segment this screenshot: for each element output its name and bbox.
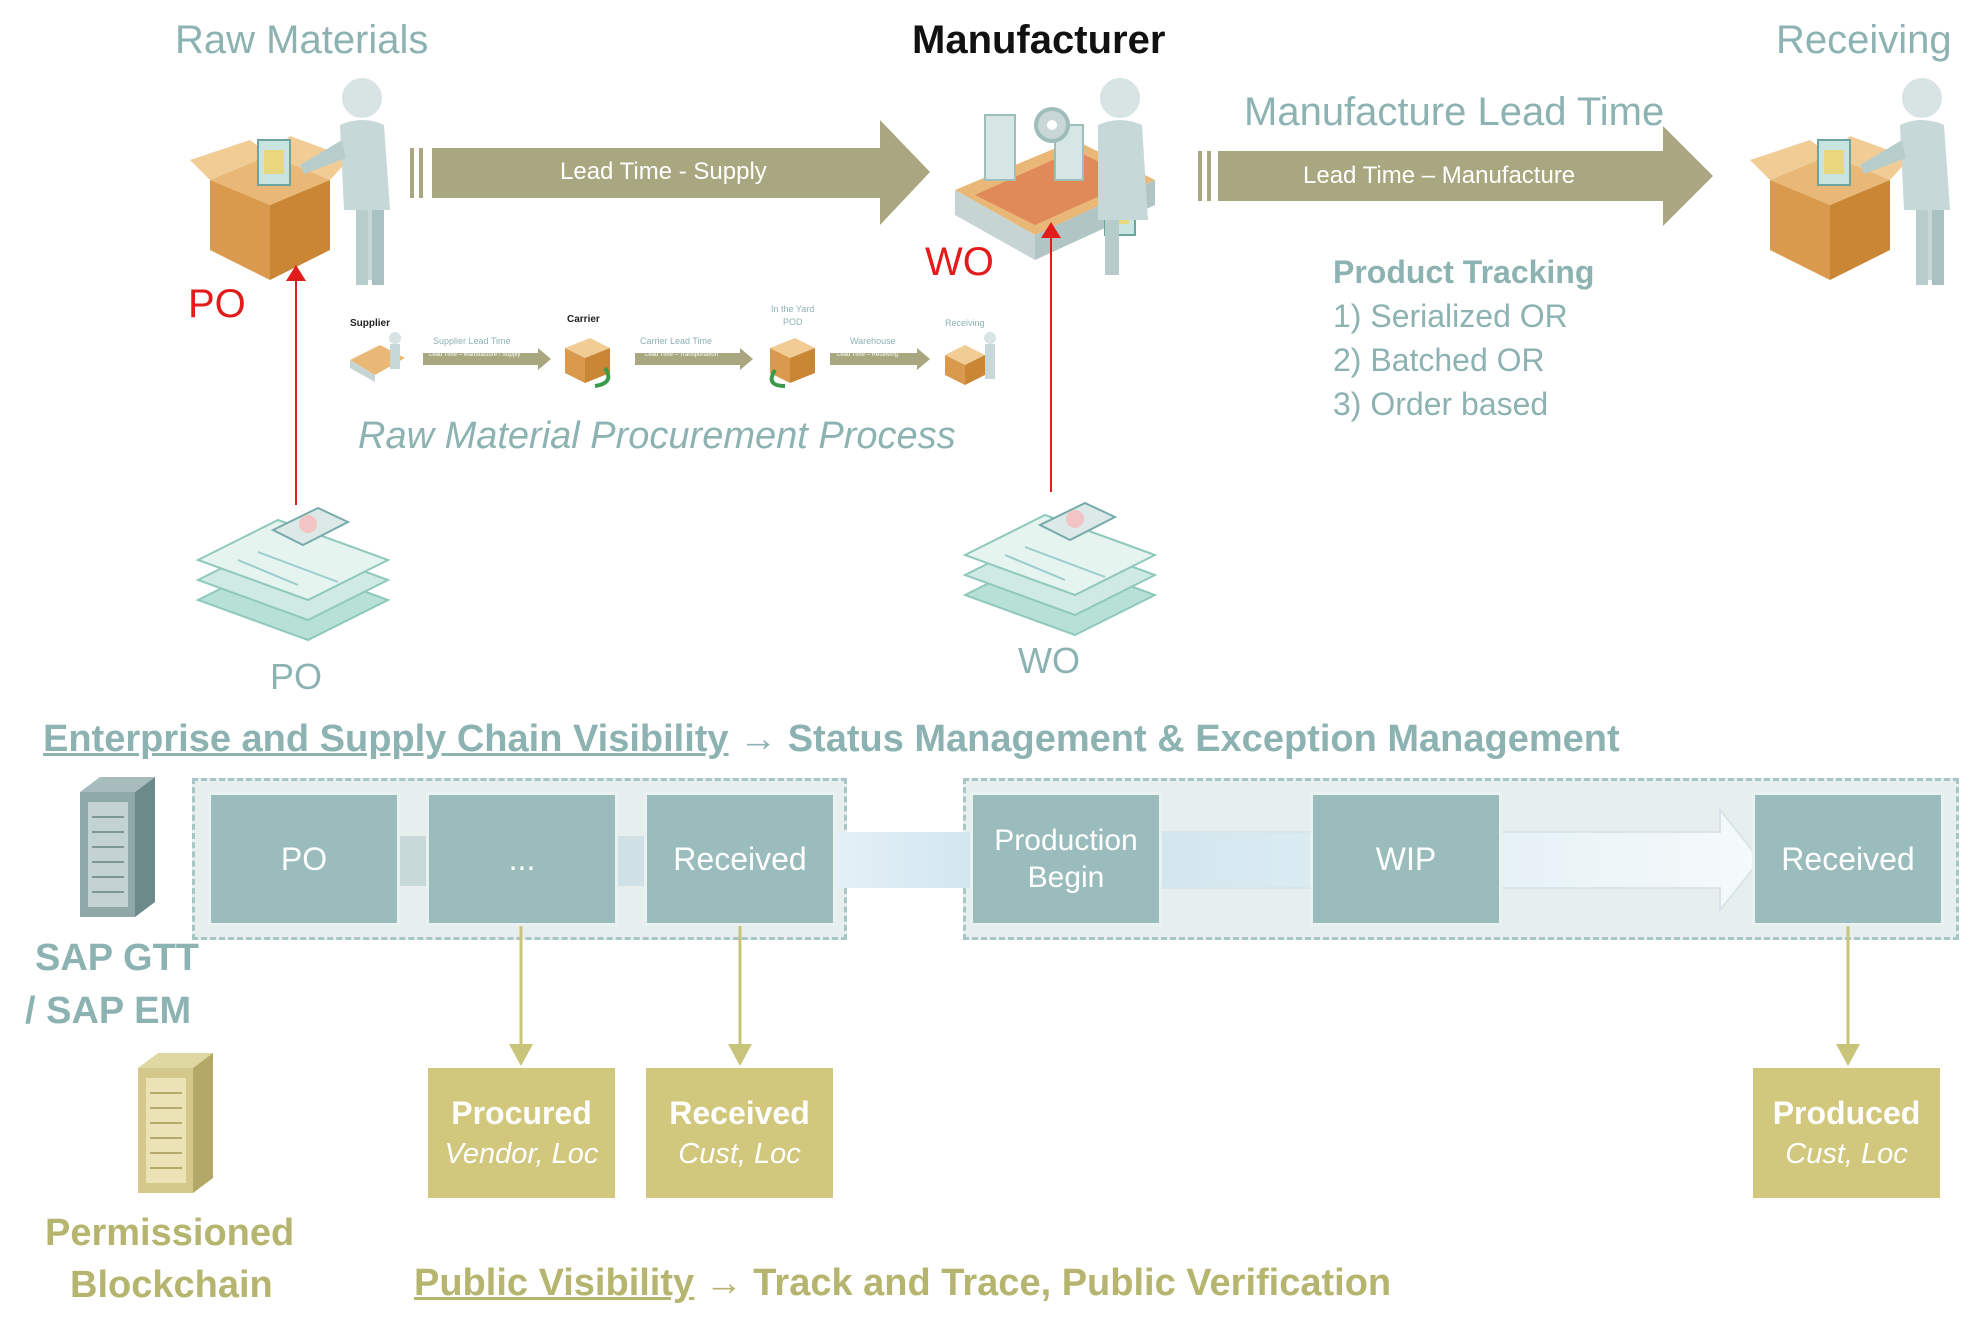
mini-pod-label: POD (783, 317, 803, 327)
supply-lead-time-arrow (410, 120, 930, 225)
wo-to-manufacturer-arrow (1041, 222, 1061, 492)
manufacturer-label: Manufacturer (912, 18, 1166, 62)
mini-warehouse-label: Warehouse (850, 336, 896, 346)
po-red-label: PO (188, 282, 246, 326)
connector-po-dots (398, 836, 428, 886)
po-to-raw-materials-arrow (286, 265, 306, 505)
mini-arrow-2 (635, 348, 753, 370)
mini-supplier-label: Supplier (350, 318, 391, 329)
po-document-label: PO (270, 656, 323, 697)
mini-supplier-lead-time-label: Supplier Lead Time (433, 336, 511, 346)
supply-arrow-label: Lead Time - Supply (560, 158, 767, 185)
connector-dots-received (616, 836, 646, 886)
public-visibility-heading: Public Visibility → Track and Trace, Pub… (414, 1262, 1391, 1305)
status-dots-box[interactable]: ... (426, 792, 618, 926)
received-to-produced-arrow (1836, 926, 1860, 1066)
manufacturer-worker-icon (955, 78, 1155, 275)
status-received-final-box[interactable]: Received (1752, 792, 1944, 926)
produced-box[interactable]: Produced Cust, Loc (1753, 1068, 1940, 1198)
public-visibility-link[interactable]: Public Visibility (414, 1262, 695, 1304)
mini-arrow-1 (423, 348, 551, 370)
connector-received-production (835, 832, 975, 888)
status-production-begin-box[interactable]: Production Begin (970, 792, 1162, 926)
received-to-received-arrow (728, 926, 752, 1066)
mini-in-the-yard-label: In the Yard (771, 304, 815, 314)
tracking-item-3: 3) Order based (1333, 386, 1549, 422)
manufacture-lead-time-label: Manufacture Lead Time (1244, 90, 1665, 134)
mini-yard-icon (769, 338, 815, 388)
sap-system-label-2: / SAP EM (25, 990, 192, 1032)
arrow-right-icon: → (704, 1262, 754, 1304)
raw-materials-worker-icon (190, 78, 390, 285)
mini-procurement-diagram: Supplier Carrier In the Yard POD Receivi… (345, 300, 1005, 400)
mini-carrier-lead-time-label: Carrier Lead Time (640, 336, 713, 346)
sap-system-label-1: SAP GTT (35, 937, 199, 979)
received-blockchain-title: Received (669, 1095, 810, 1131)
mini-carrier-label: Carrier (567, 314, 600, 325)
procured-title: Procured (451, 1095, 592, 1131)
receiving-label: Receiving (1776, 18, 1952, 62)
mini-arrow-2-label: Lead Time – Transportation (645, 352, 719, 358)
po-document-icon (195, 506, 391, 642)
wo-document-label: WO (1018, 640, 1080, 681)
product-tracking-title: Product Tracking (1333, 254, 1595, 290)
production-begin-line-1: Production (994, 823, 1138, 857)
dots-to-procured-arrow (509, 926, 533, 1066)
mini-supplier-icon (350, 332, 405, 382)
mini-receiving-label: Receiving (945, 318, 985, 328)
received-blockchain-box[interactable]: Received Cust, Loc (646, 1068, 833, 1198)
blockchain-system-label-2: Blockchain (70, 1264, 273, 1306)
manufacture-lead-time-arrow (1198, 126, 1713, 226)
mini-carrier-icon (565, 338, 611, 388)
manufacture-arrow-label: Lead Time – Manufacture (1303, 162, 1576, 189)
production-begin-line-2: Begin (1027, 861, 1105, 894)
procured-box[interactable]: Procured Vendor, Loc (428, 1068, 615, 1198)
produced-title: Produced (1772, 1095, 1921, 1131)
enterprise-heading: Enterprise and Supply Chain Visibility →… (43, 718, 1620, 761)
mini-arrow-3 (830, 348, 930, 370)
status-received-box[interactable]: Received (644, 792, 836, 926)
raw-materials-label: Raw Materials (175, 18, 429, 62)
status-wip-box[interactable]: WIP (1310, 792, 1502, 926)
public-visibility-rest: Track and Trace, Public Verification (753, 1262, 1392, 1304)
wo-document-icon (962, 501, 1158, 637)
tracking-item-2: 2) Batched OR (1333, 342, 1545, 378)
mini-receiving-icon (945, 332, 996, 385)
receiving-worker-icon (1750, 78, 1950, 285)
enterprise-heading-link[interactable]: Enterprise and Supply Chain Visibility (43, 718, 729, 760)
wo-red-label: WO (925, 240, 994, 284)
blockchain-server-icon (138, 1053, 213, 1193)
blockchain-system-label-1: Permissioned (45, 1212, 295, 1254)
received-blockchain-sub: Cust, Loc (678, 1138, 801, 1170)
procured-sub: Vendor, Loc (444, 1138, 599, 1170)
enterprise-heading-rest: Status Management & Exception Management (787, 718, 1620, 760)
mini-arrow-3-label: Lead Time – Receiving (837, 352, 899, 358)
produced-sub: Cust, Loc (1785, 1138, 1908, 1170)
arrow-right-icon: → (739, 718, 788, 760)
status-po-box[interactable]: PO (208, 792, 400, 926)
procurement-process-label: Raw Material Procurement Process (358, 415, 956, 457)
mini-arrow-1-label: Lead Time – Manufacture / Supply (429, 352, 521, 358)
sap-server-icon (80, 777, 155, 917)
tracking-item-1: 1) Serialized OR (1333, 298, 1568, 334)
